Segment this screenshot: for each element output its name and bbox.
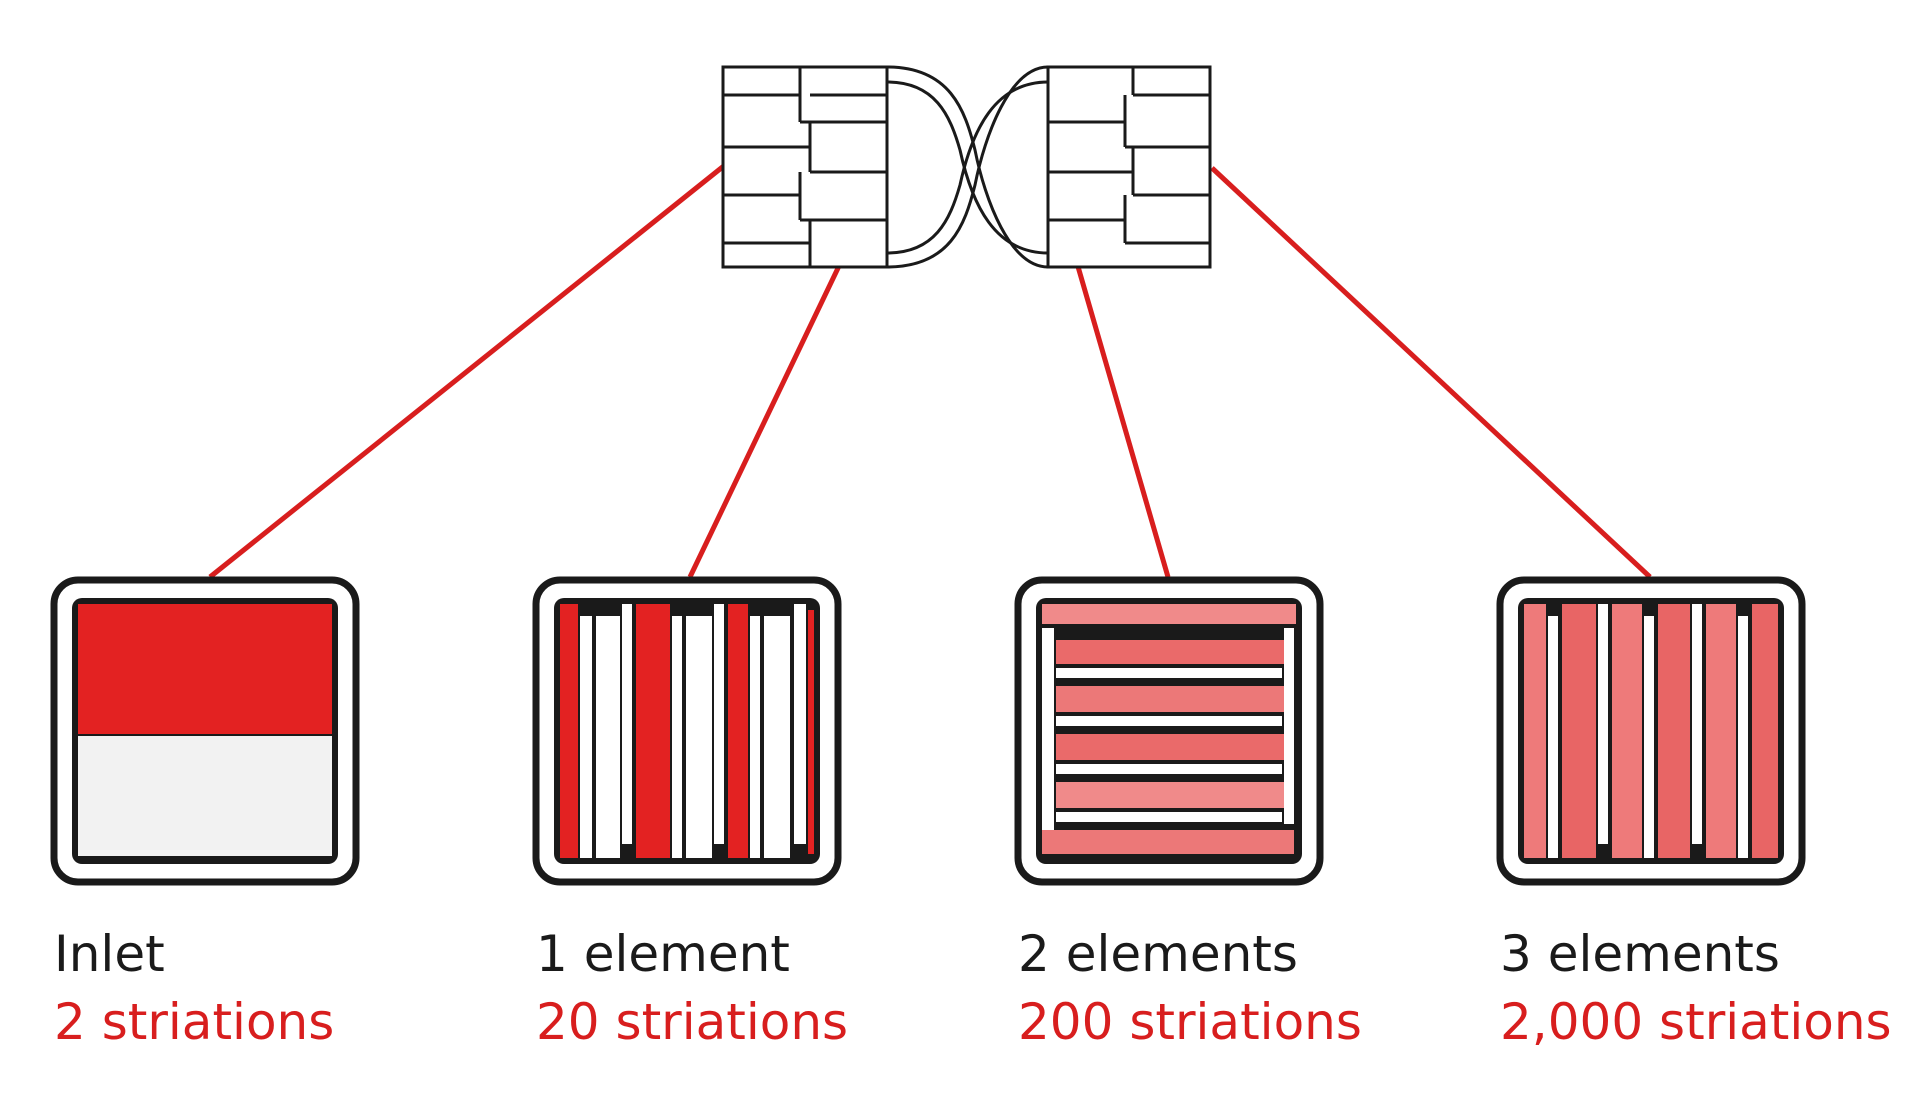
striation-count: 2 striations: [54, 993, 335, 1051]
leader-lines: [208, 163, 1652, 579]
cross-section-3-elements: [1496, 576, 1806, 886]
stage-name: 1 element: [536, 925, 790, 983]
cross-section-2-elements: [1014, 576, 1324, 886]
label-inlet: Inlet 2 striations: [54, 920, 334, 1056]
cross-section-inlet: [50, 576, 360, 886]
leader-line-inlet: [208, 163, 727, 579]
striation-count: 2,000 striations: [1500, 993, 1892, 1051]
striation-count: 20 striations: [536, 993, 849, 1051]
cross-section-1-element: [532, 576, 842, 886]
stage-name: Inlet: [54, 925, 165, 983]
label-1-element: 1 element 20 striations: [536, 920, 848, 1056]
label-2-elements: 2 elements 200 striations: [1018, 920, 1362, 1056]
stage-name: 2 elements: [1018, 925, 1298, 983]
stage-name: 3 elements: [1500, 925, 1780, 983]
striation-count: 200 striations: [1018, 993, 1362, 1051]
static-mixer-element: [721, 65, 1212, 269]
leader-line-3-elements: [1210, 166, 1652, 579]
label-3-elements: 3 elements 2,000 striations: [1500, 920, 1892, 1056]
